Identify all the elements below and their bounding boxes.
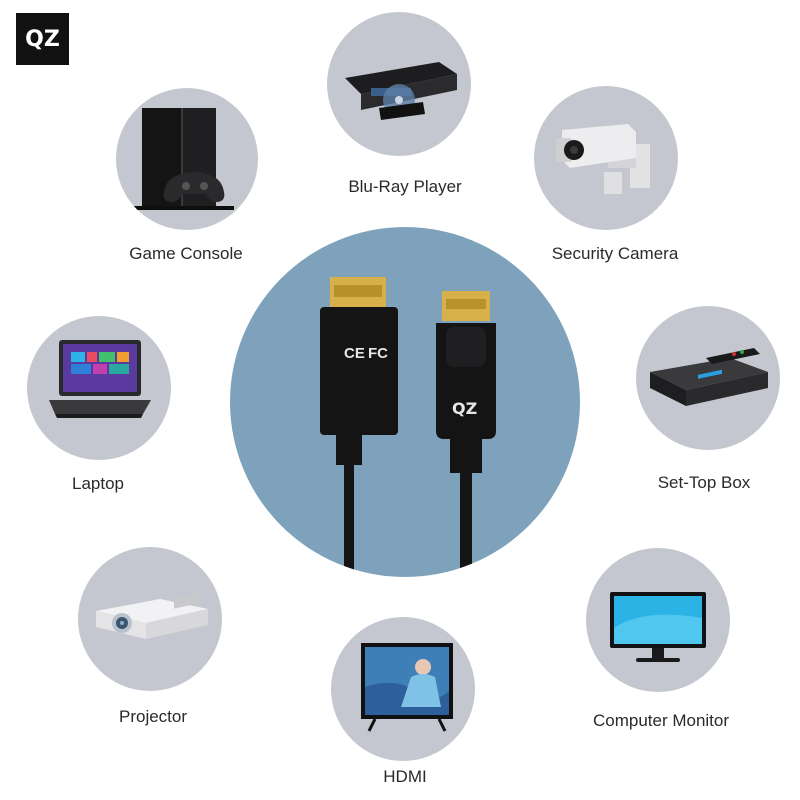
hdmi-ce-marking: CE bbox=[344, 345, 365, 362]
set-top-box-bubble bbox=[636, 306, 780, 450]
game-console-label: Game Console bbox=[129, 244, 243, 263]
hdmi-label: HDMI bbox=[383, 767, 427, 786]
computer-monitor-bubble bbox=[586, 548, 730, 692]
laptop-label: Laptop bbox=[72, 474, 124, 493]
game-console-icon bbox=[134, 108, 234, 210]
brand-logo: QZ bbox=[16, 13, 69, 65]
computer-monitor-icon bbox=[610, 592, 706, 662]
blu-ray-player-bubble bbox=[327, 12, 471, 156]
laptop-bubble bbox=[27, 316, 171, 460]
hdmi-to-displayport-cable-icon bbox=[320, 277, 496, 577]
cable-product-circle: CE FC QZ bbox=[230, 227, 580, 577]
security-camera-label: Security Camera bbox=[551, 244, 679, 263]
projector-bubble bbox=[78, 547, 222, 691]
security-camera-bubble bbox=[534, 86, 678, 230]
projector-label: Projector bbox=[118, 707, 188, 726]
blu-ray-player-label: Blu-Ray Player bbox=[348, 177, 462, 196]
dp-connector-logo: QZ bbox=[452, 399, 478, 418]
security-camera-icon bbox=[556, 124, 650, 194]
laptop-icon bbox=[49, 340, 151, 418]
set-top-box-icon bbox=[650, 348, 768, 406]
projector-icon bbox=[96, 593, 208, 639]
hdmi-fc-marking: FC bbox=[368, 345, 388, 362]
brand-logo-text: QZ bbox=[25, 26, 60, 52]
game-console-bubble bbox=[116, 88, 258, 230]
set-top-box-label: Set-Top Box bbox=[657, 473, 751, 492]
hdmi-bubble bbox=[331, 617, 475, 761]
hdmi-tv-icon bbox=[361, 643, 453, 732]
blu-ray-player-icon bbox=[345, 62, 457, 120]
computer-monitor-label: Computer Monitor bbox=[592, 711, 730, 730]
